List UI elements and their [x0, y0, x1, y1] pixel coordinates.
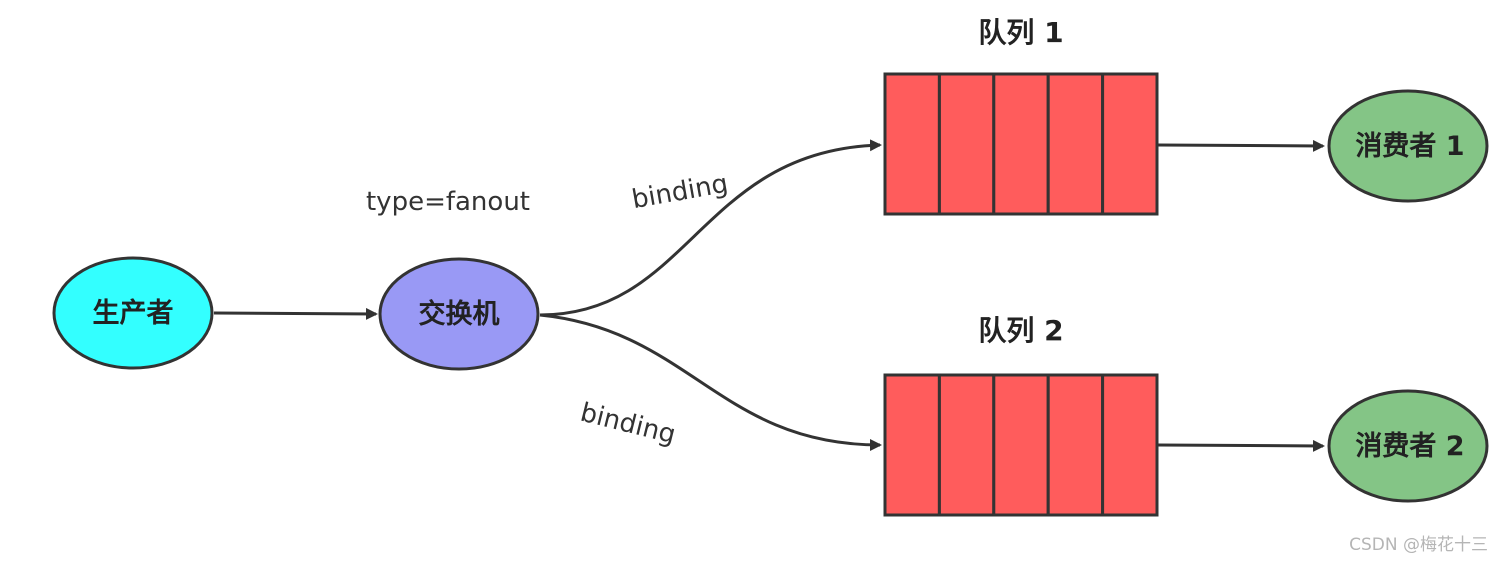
queue1-cell — [883, 72, 941, 216]
queue2-cell — [1101, 373, 1159, 517]
queue2-cell — [992, 373, 1050, 517]
exchange-node: 交换机 — [378, 257, 540, 371]
queue1-cell — [1101, 72, 1159, 216]
exchange-to-queue2-binding-arrow — [539, 313, 882, 451]
queue2-to-consumer2-arrow — [1157, 439, 1325, 452]
producer-label: 生产者 — [93, 298, 174, 329]
queue2-cell — [883, 373, 941, 517]
queue1-to-consumer1-arrow — [1157, 139, 1325, 152]
exchange-type-label: type=fanout — [366, 187, 530, 217]
consumer2-node: 消费者 2 — [1327, 389, 1489, 503]
queue1-cell — [1046, 72, 1105, 216]
queue1-cell — [992, 72, 1050, 216]
producer-node: 生产者 — [52, 256, 214, 370]
consumer1-node: 消费者 1 — [1327, 89, 1489, 203]
exchange-label: 交换机 — [419, 298, 500, 330]
binding-label-2: binding — [577, 398, 678, 451]
queue2-cell — [1046, 373, 1105, 517]
watermark: CSDN @梅花十三 — [1349, 535, 1488, 555]
queue1-cell — [937, 72, 996, 216]
queue1-box — [883, 72, 1159, 216]
queue2-box — [883, 373, 1159, 517]
consumer2-label: 消费者 2 — [1355, 431, 1464, 462]
queue2-cell — [937, 373, 996, 517]
queue2-title: 队列 2 — [978, 314, 1063, 347]
consumer1-label: 消费者 1 — [1355, 131, 1464, 162]
queue1-title: 队列 1 — [978, 16, 1063, 49]
binding-label-1: binding — [630, 169, 731, 215]
producer-to-exchange-arrow — [213, 307, 378, 320]
exchange-to-queue1-binding-arrow — [539, 139, 882, 317]
